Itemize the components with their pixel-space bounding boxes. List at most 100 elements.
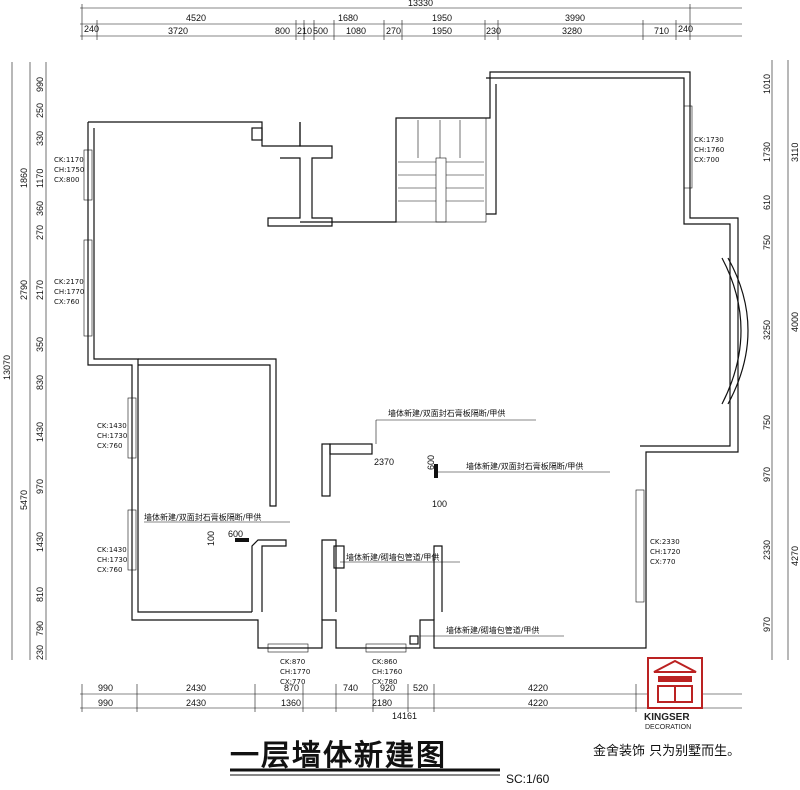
right-dim: 3110 xyxy=(790,143,800,162)
top-dim: 800 xyxy=(275,26,290,36)
svg-text:CX:780: CX:780 xyxy=(372,678,397,686)
bottom-dim: 520 xyxy=(413,683,428,693)
top-dim: 500 xyxy=(313,26,328,36)
left-dim: 2170 xyxy=(35,280,45,300)
top-dim: 1950 xyxy=(432,13,452,23)
svg-text:CX:770: CX:770 xyxy=(650,558,675,566)
right-dim: 970 xyxy=(762,617,772,632)
left-dim: 2790 xyxy=(19,280,29,300)
top-dim: 3720 xyxy=(168,26,188,36)
brand-subtitle: DECORATION xyxy=(645,724,692,731)
dim-100: 100 xyxy=(432,499,447,509)
left-dim: 270 xyxy=(35,225,45,240)
top-dim: 240 xyxy=(84,24,99,34)
svg-text:CX:760: CX:760 xyxy=(54,298,79,306)
dim-600: 600 xyxy=(228,529,243,539)
partition-markers xyxy=(235,464,438,542)
svg-text:CX:800: CX:800 xyxy=(54,176,79,184)
svg-text:CH:1730: CH:1730 xyxy=(97,556,127,564)
svg-text:CK:1730: CK:1730 xyxy=(694,136,724,144)
top-dim: 230 xyxy=(486,26,501,36)
right-dim: 4000 xyxy=(790,312,800,332)
drawing-title: 一层墙体新建图 xyxy=(230,738,448,772)
bottom-dim: 2180 xyxy=(372,698,392,708)
bottom-dim: 4220 xyxy=(528,683,548,693)
left-dim: 5470 xyxy=(19,490,29,510)
pipe-note: 墙体新建/砌墙包管道/甲供 xyxy=(446,625,539,635)
bottom-dim: 4220 xyxy=(528,698,548,708)
top-dim: 240 xyxy=(678,24,693,34)
left-dim: 810 xyxy=(35,587,45,602)
staircase xyxy=(395,117,487,223)
window-label: CK:1730 CH:1760 CX:700 xyxy=(694,136,724,164)
bottom-dim: 990 xyxy=(98,683,113,693)
dim-100: 100 xyxy=(206,531,216,546)
window-label: CK:870 CH:1770 CX:770 xyxy=(280,658,310,686)
window-label: CK:1430 CH:1730 CX:760 xyxy=(97,422,127,450)
right-dimension-lines xyxy=(771,60,789,660)
top-dim: 270 xyxy=(386,26,401,36)
right-dim: 1010 xyxy=(762,74,772,94)
svg-text:CH:1760: CH:1760 xyxy=(372,668,402,676)
leader-lines xyxy=(144,419,610,637)
kingser-logo-icon xyxy=(647,657,703,709)
window-openings xyxy=(83,105,693,653)
bottom-dimension-lines xyxy=(80,684,742,712)
left-dim: 350 xyxy=(35,337,45,352)
dim-600: 600 xyxy=(426,455,436,470)
svg-text:CH:1770: CH:1770 xyxy=(54,288,84,296)
left-dim: 330 xyxy=(35,131,45,146)
svg-text:CH:1760: CH:1760 xyxy=(694,146,724,154)
svg-text:CH:1750: CH:1750 xyxy=(54,166,84,174)
pipe-note: 墙体新建/砌墙包管道/甲供 xyxy=(346,552,439,562)
svg-text:CK:2170: CK:2170 xyxy=(54,278,84,286)
right-dim: 970 xyxy=(762,467,772,482)
bottom-dim: 920 xyxy=(380,683,395,693)
window-label: CK:860 CH:1760 CX:780 xyxy=(372,658,402,686)
svg-text:CX:760: CX:760 xyxy=(97,442,122,450)
left-dim: 1860 xyxy=(19,168,29,188)
top-dim: 1950 xyxy=(432,26,452,36)
window-label: CK:2170 CH:1770 CX:760 xyxy=(54,278,84,306)
company-slogan: 金舍装饰 只为别墅而生。 xyxy=(593,744,741,759)
left-dim: 790 xyxy=(35,621,45,636)
left-dim: 250 xyxy=(35,103,45,118)
partition-note: 墙体新建/双面封石膏板隔断/甲供 xyxy=(388,408,505,418)
right-dim: 2330 xyxy=(762,540,772,560)
top-total-dim: 13330 xyxy=(408,0,433,8)
bottom-dim: 870 xyxy=(284,683,299,693)
left-dim: 990 xyxy=(35,77,45,92)
svg-text:CH:1730: CH:1730 xyxy=(97,432,127,440)
bottom-dim: 740 xyxy=(343,683,358,693)
top-dim: 210 xyxy=(297,26,312,36)
svg-text:CK:1430: CK:1430 xyxy=(97,546,127,554)
partition-note: 墙体新建/双面封石膏板隔断/甲供 xyxy=(466,461,583,471)
svg-text:CX:770: CX:770 xyxy=(280,678,305,686)
bottom-total-dim: 14161 xyxy=(392,711,417,721)
partition-note: 墙体新建/双面封石膏板隔断/甲供 xyxy=(144,512,261,522)
brand-name: KINGSER xyxy=(644,712,690,723)
left-dimension-lines xyxy=(11,62,47,660)
left-dim: 13070 xyxy=(2,355,12,380)
top-dim: 1680 xyxy=(338,13,358,23)
window-label: CK:1170 CH:1750 CX:800 xyxy=(54,156,84,184)
svg-text:CH:1770: CH:1770 xyxy=(280,668,310,676)
left-dim: 360 xyxy=(35,201,45,216)
left-dim: 1170 xyxy=(35,169,45,188)
top-dim: 1080 xyxy=(346,26,366,36)
svg-text:CK:860: CK:860 xyxy=(372,658,397,666)
svg-text:CX:700: CX:700 xyxy=(694,156,719,164)
top-dim: 4520 xyxy=(186,13,206,23)
left-dim: 830 xyxy=(35,375,45,390)
left-dim: 1430 xyxy=(35,532,45,552)
right-dim: 3250 xyxy=(762,320,772,340)
right-dim: 4270 xyxy=(790,546,800,566)
window-label: CK:1430 CH:1730 CX:760 xyxy=(97,546,127,574)
svg-text:CH:1720: CH:1720 xyxy=(650,548,680,556)
top-dim: 3990 xyxy=(565,13,585,23)
svg-text:CK:870: CK:870 xyxy=(280,658,305,666)
top-dim: 3280 xyxy=(562,26,582,36)
left-dim: 230 xyxy=(35,645,45,660)
